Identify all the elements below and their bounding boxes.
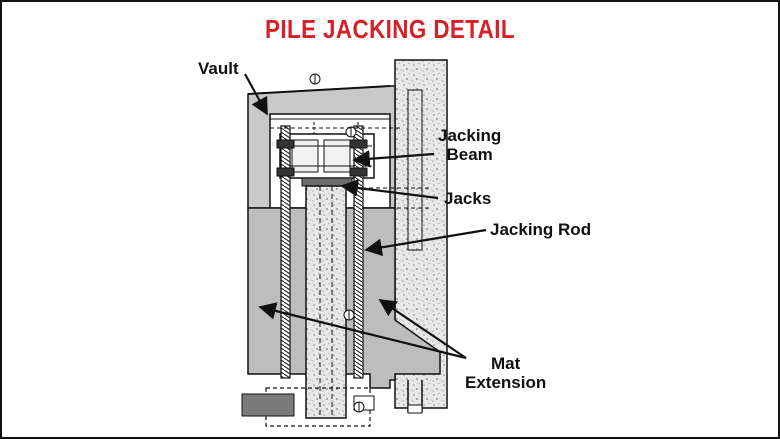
label-mat-extension: Mat Extension bbox=[465, 354, 547, 392]
dimension-lines bbox=[270, 127, 430, 209]
jacking-rod-arrow bbox=[364, 228, 487, 257]
pile bbox=[305, 185, 347, 419]
jacking-beam-assembly bbox=[279, 122, 375, 187]
jacking-beam-arrow bbox=[352, 150, 435, 168]
pointer-arrows bbox=[244, 73, 487, 360]
mat-extension-arrow-right bbox=[378, 299, 467, 359]
vault-arrow bbox=[244, 73, 268, 116]
diagram-title: PILE JACKING DETAIL bbox=[264, 14, 515, 44]
label-vault: Vault bbox=[198, 59, 239, 78]
jacks-arrow bbox=[340, 179, 439, 200]
label-jacking-beam: Jacking Beam bbox=[438, 126, 502, 164]
label-jacking-rod: Jacking Rod bbox=[490, 220, 592, 239]
jacking-rods bbox=[276, 125, 368, 379]
reference-markers bbox=[309, 73, 365, 413]
label-jacks: Jacks bbox=[444, 189, 492, 208]
mat-extension-arrow-left bbox=[258, 302, 467, 360]
